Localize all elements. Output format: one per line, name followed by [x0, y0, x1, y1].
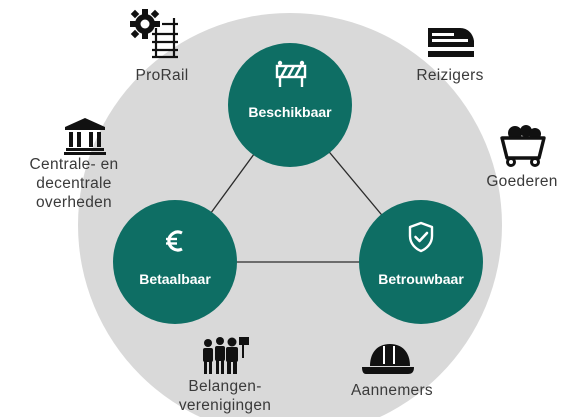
node-label-betrouwbaar: Betrouwbaar — [378, 271, 464, 287]
group-people-icon — [203, 337, 249, 374]
stakeholder-overheden-line-2: decentrale — [36, 175, 112, 192]
shield-check-icon — [408, 221, 434, 253]
stakeholder-goederen-label: Goederen — [486, 173, 558, 190]
stakeholder-aannemers-label: Aannemers — [351, 382, 433, 399]
stakeholder-overheden-line-1: Centrale- en — [29, 156, 119, 173]
mine-cart-icon — [500, 125, 546, 167]
government-building-icon — [64, 118, 106, 155]
stakeholder-prorail-label: ProRail — [135, 67, 189, 84]
stakeholder-belangen-line-2: verenigingen — [178, 397, 272, 414]
node-circle-betaalbaar — [113, 200, 237, 324]
stakeholder-overheden-line-3: overheden — [36, 194, 112, 211]
train-icon — [428, 28, 474, 57]
node-circle-betrouwbaar — [359, 200, 483, 324]
stakeholder-overheden-label: Centrale- en decentrale overheden — [14, 155, 134, 212]
euro-icon — [166, 230, 183, 252]
hard-hat-icon — [362, 344, 414, 374]
stakeholder-belangen-label: Belangen- verenigingen — [160, 377, 290, 415]
node-label-beschikbaar: Beschikbaar — [248, 104, 332, 120]
gear-track-icon — [130, 9, 178, 59]
stakeholder-belangen-line-1: Belangen- — [188, 378, 262, 395]
node-label-betaalbaar: Betaalbaar — [139, 271, 211, 287]
node-circle-beschikbaar — [228, 43, 352, 167]
stakeholder-reizigers-label: Reizigers — [416, 67, 484, 84]
barrier-icon — [275, 60, 307, 87]
